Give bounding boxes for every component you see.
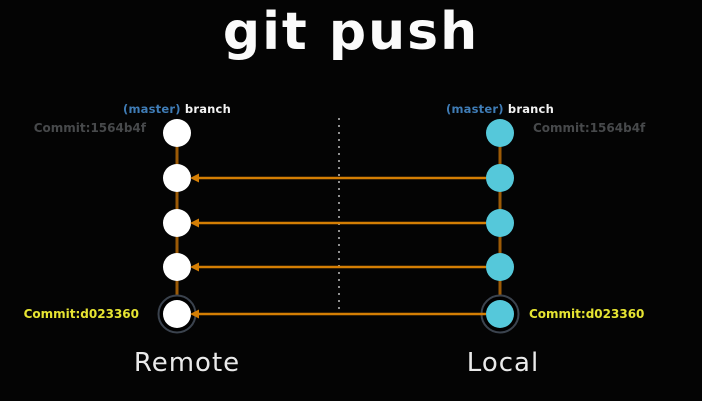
local-branch-label: (master) branch (400, 102, 600, 116)
commit-node-remote-1 (163, 164, 191, 192)
commit-node-local-3 (486, 253, 514, 281)
local-head-commit-label: Commit:d023360 (529, 307, 645, 321)
commit-node-remote-2 (163, 209, 191, 237)
page-title: git push (222, 2, 480, 62)
commit-node-local-4 (486, 300, 514, 328)
commit-node-remote-0 (163, 119, 191, 147)
local-master-tag: (master) (446, 102, 504, 116)
commit-node-local-1 (486, 164, 514, 192)
commit-node-local-0 (486, 119, 514, 147)
commit-node-remote-3 (163, 253, 191, 281)
remote-top-commit-label: Commit:1564b4f (33, 121, 146, 135)
push-arrow-head-row-3 (190, 262, 199, 272)
remote-branch-word: branch (184, 102, 231, 116)
push-arrow-head-row-4 (190, 309, 199, 319)
commit-node-local-2 (486, 209, 514, 237)
push-arrow-head-row-2 (190, 218, 199, 228)
remote-head-commit-label: Commit:d023360 (23, 307, 139, 321)
remote-column-label: Remote (133, 348, 241, 378)
local-column-label: Local (466, 348, 540, 378)
local-branch-word: branch (507, 102, 554, 116)
local-top-commit-label: Commit:1564b4f (533, 121, 646, 135)
remote-branch-label: (master) branch (77, 102, 277, 116)
commit-node-remote-4 (163, 300, 191, 328)
remote-master-tag: (master) (123, 102, 181, 116)
push-arrow-head-row-1 (190, 173, 199, 183)
